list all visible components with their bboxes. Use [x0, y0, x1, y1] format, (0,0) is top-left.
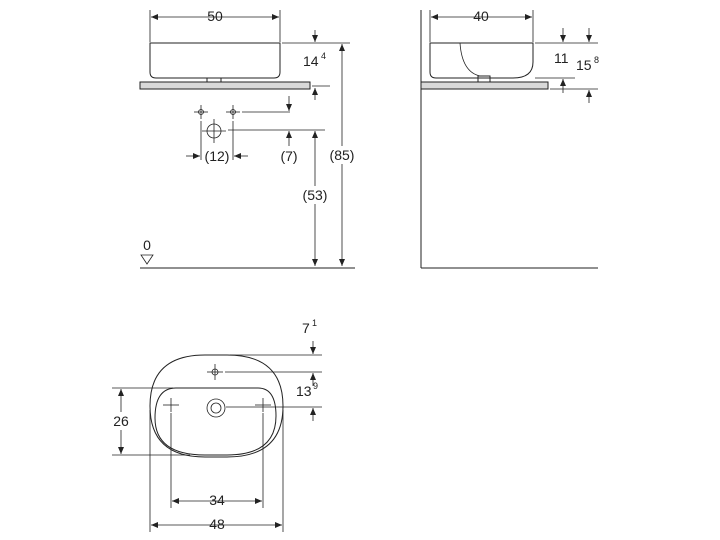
front-view: 50 14 4 (12)	[139, 8, 360, 269]
tap-hole-icon	[207, 364, 223, 380]
waste-hole-icon	[206, 398, 226, 418]
basin-top-outline	[149, 354, 284, 458]
side-view: 40 11 15 8	[420, 8, 599, 269]
dim-width-label: 50	[207, 8, 223, 24]
tap-hole-left-icon	[194, 105, 208, 119]
basin-side-outline	[429, 42, 534, 79]
dim-total-height-label: (85)	[330, 147, 355, 163]
dim-inner-depth-label: 26	[113, 413, 129, 429]
waste-outlet-side	[477, 75, 491, 83]
dim-rim-height-sup: 4	[321, 51, 326, 61]
dim-depth-label: 40	[473, 8, 489, 24]
countertop-side	[420, 81, 549, 90]
overflow-hole-left-icon	[163, 398, 179, 412]
basin-inner-bowl	[154, 387, 277, 456]
label-bg	[326, 146, 360, 164]
basin-front-outline	[149, 42, 281, 79]
dim-rim-height-label: 14	[303, 53, 319, 69]
waste-hole-icon	[202, 119, 226, 143]
waste-outlet	[206, 77, 222, 83]
dim-overall-width-label: 48	[209, 516, 225, 532]
dim-side-holes-spacing-label: 34	[209, 492, 225, 508]
dim-tap-spacing-label: (12)	[205, 148, 230, 164]
dim-waste-height-label: (53)	[303, 187, 328, 203]
label-bg	[110, 412, 132, 430]
dim-tap-offset-label: (7)	[280, 148, 297, 164]
dim-taphole-to-waste-sup: 9	[313, 381, 318, 391]
dim-total-bowl-height-label: 15	[576, 57, 592, 73]
overflow-hole-right-icon	[255, 398, 271, 412]
floor-level-marker-icon	[140, 254, 154, 265]
label-bg	[298, 186, 332, 204]
dim-total-bowl-height-sup: 8	[594, 55, 599, 65]
dim-bowl-height-label: 11	[554, 50, 569, 66]
dim-taphole-to-waste-label: 13	[296, 383, 312, 399]
tap-hole-right-icon	[226, 105, 240, 119]
dim-rim-to-taphole-sup: 1	[312, 318, 317, 328]
countertop	[139, 81, 311, 90]
floor-level-label: 0	[143, 237, 151, 253]
dim-rim-to-taphole-label: 7	[302, 320, 310, 336]
top-view: 7 1 13 9 26 34 48	[110, 318, 322, 532]
basin-inner-curve	[459, 42, 481, 77]
